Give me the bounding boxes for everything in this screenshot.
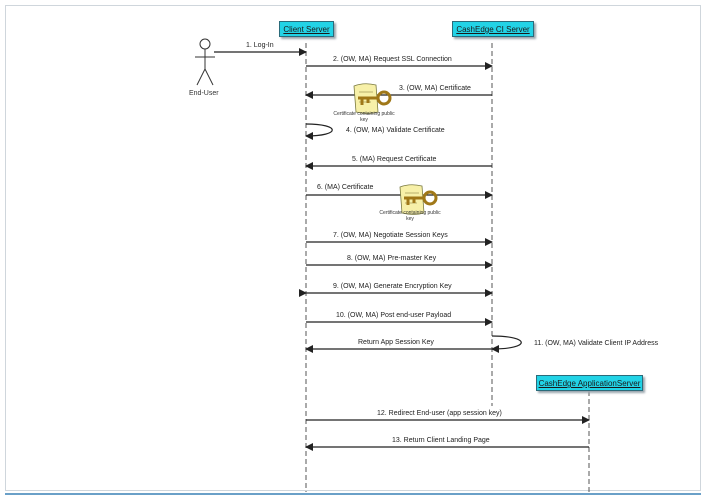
client-server-box: Client Server xyxy=(279,21,334,37)
certificate-caption: Certificate containing public key xyxy=(379,210,441,222)
message-4-self-arrow xyxy=(305,123,333,140)
footer-divider xyxy=(5,493,701,495)
message-8-label: 8. (OW, MA) Pre-master Key xyxy=(347,255,437,262)
certificate-caption: Certificate containing public key xyxy=(333,111,395,123)
message-12-label: 12. Redirect End-user (app session key) xyxy=(377,410,502,417)
message-5-label: 5. (MA) Request Certificate xyxy=(352,156,437,163)
return-session-key-label: Return App Session Key xyxy=(358,339,434,346)
app-server-box: CashEdge ApplicationServer xyxy=(536,375,643,391)
message-2-label: 2. (OW, MA) Request SSL Connection xyxy=(333,56,452,63)
end-user-stick-figure xyxy=(195,38,215,86)
key-icon xyxy=(358,90,392,106)
message-1-label: 1. Log-In xyxy=(246,42,274,49)
message-3-label: 3. (OW, MA) Certificate xyxy=(399,85,471,92)
message-4-label: 4. (OW, MA) Validate Certificate xyxy=(346,127,445,134)
message-11-self-arrow xyxy=(491,335,522,353)
ci-server-box: CashEdge CI Server xyxy=(452,21,534,37)
sequence-diagram xyxy=(195,38,590,492)
key-icon xyxy=(404,190,438,206)
message-10-label: 10. (OW, MA) Post end-user Payload xyxy=(336,312,452,319)
message-13-label: 13. Return Client Landing Page xyxy=(392,437,490,444)
message-11-label: 11. (OW, MA) Validate Client IP Address xyxy=(534,340,659,347)
diagram-frame: Client Server CashEdge CI Server CashEdg… xyxy=(5,5,701,492)
message-6-label: 6. (MA) Certificate xyxy=(317,184,374,191)
end-user-label: End-User xyxy=(189,90,219,97)
message-9-label: 9. (OW, MA) Generate Encryption Key xyxy=(333,283,452,290)
message-7-label: 7. (OW, MA) Negotiate Session Keys xyxy=(333,232,448,239)
